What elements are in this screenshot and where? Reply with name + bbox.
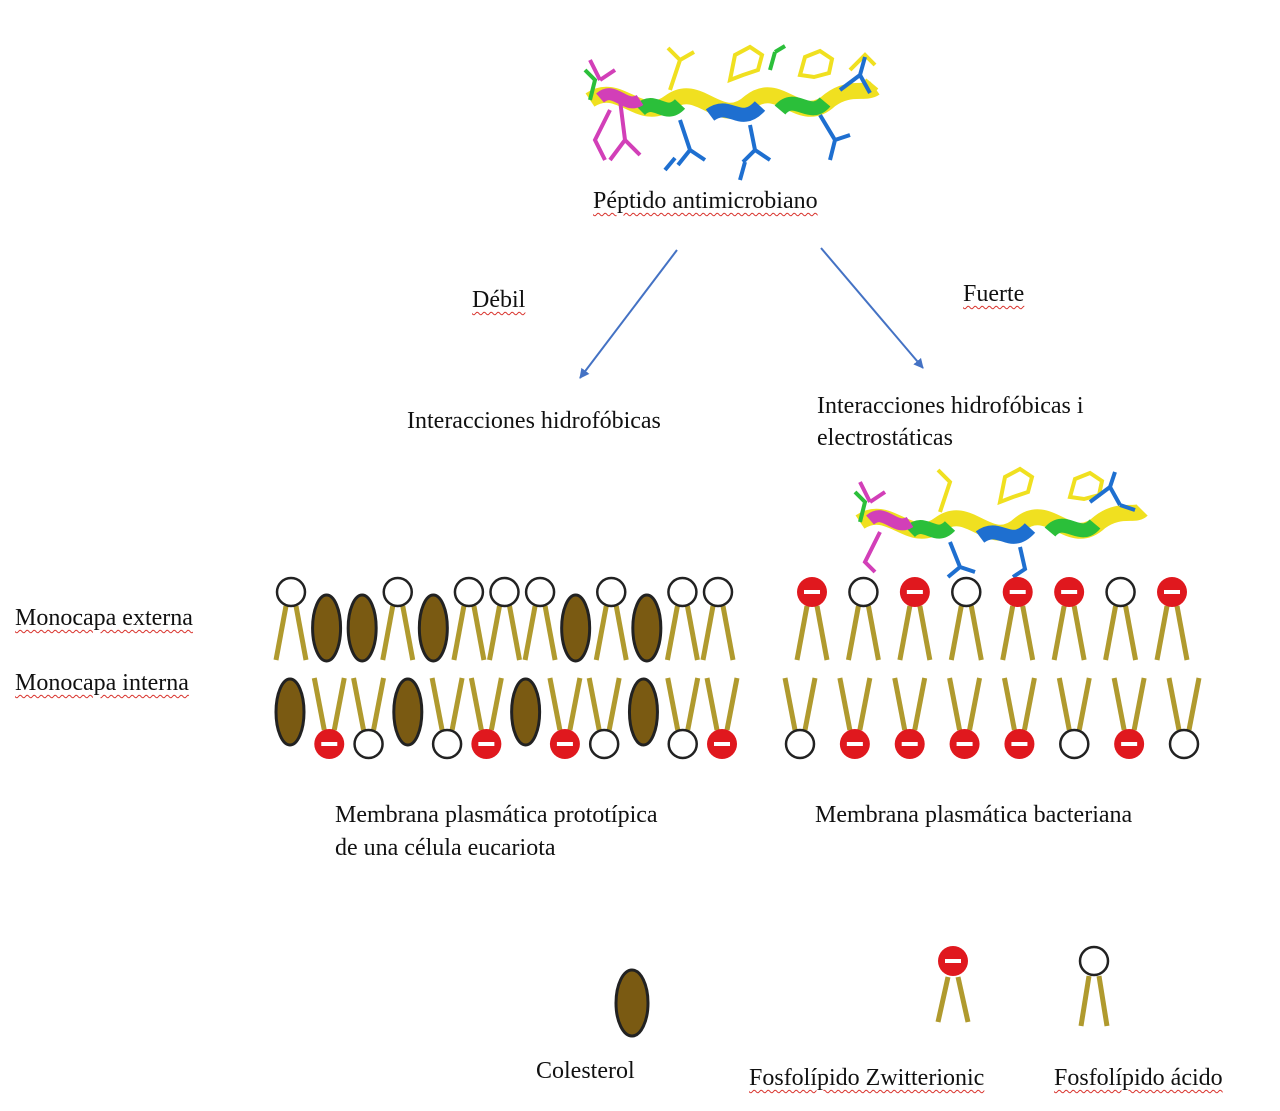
inner-zwitterionic-lipid [665,677,701,760]
inner-acidic-lipid [892,677,928,759]
inner-zwitterionic-lipid [429,677,465,760]
inner-zwitterionic-lipid [1166,677,1202,760]
strong-result-line1: Interacciones hidrofóbicas i [817,393,1084,419]
outer-zwitterionic-lipid [593,576,629,661]
outer-acidic-lipid [1154,577,1190,661]
outer-acidic-lipid [794,577,830,661]
inner-zwitterionic-lipid [782,677,818,760]
peptide-label: Péptido antimicrobiano [593,188,818,214]
legend-zwitterionic-symbol [935,946,971,1023]
inner-cholesterol [510,677,542,747]
inner-cholesterol [392,677,424,747]
legend-zwitterionic-label: Fosfolípido Zwitterionic [749,1065,985,1091]
outer-cholesterol [560,593,592,663]
inner-zwitterionic-lipid [351,677,387,760]
outer-zwitterionic-lipid [522,576,558,661]
inner-acidic-lipid [837,677,873,759]
inner-acidic-lipid [1111,677,1147,759]
inner-acidic-lipid [947,677,983,759]
bacterial-membrane [782,576,1202,760]
legend-acidic-symbol [1078,945,1110,1027]
bacterial-caption: Membrana plasmática bacteriana [815,802,1133,828]
strong-result-line2: electrostáticas [817,425,953,451]
outer-acidic-lipid [897,577,933,661]
outer-cholesterol [346,593,378,663]
legend-acidic-label: Fosfolípido ácido [1054,1065,1223,1091]
legend-cholesterol-symbol [614,968,650,1038]
inner-zwitterionic-lipid [586,677,622,760]
eukaryotic-caption-line2: de una célula eucariota [335,835,556,861]
arrow-strong [820,247,924,369]
strong-label: Fuerte [963,281,1025,307]
inner-monolayer-text: Monocapa interna [15,670,189,696]
outer-cholesterol [417,593,449,663]
outer-zwitterionic-lipid [948,576,984,661]
outer-acidic-lipid [1051,577,1087,661]
inner-acidic-lipid [311,677,347,759]
outer-zwitterionic-lipid [273,576,309,661]
outer-zwitterionic-lipid [845,576,881,661]
weak-result-label: Interacciones hidrofóbicas [407,408,661,434]
peptide-molecule-bacterial [853,466,1148,579]
outer-acidic-lipid [1000,577,1036,661]
outer-zwitterionic-lipid [664,576,700,661]
arrow-weak [579,249,678,379]
outer-zwitterionic-lipid [451,576,487,661]
eukaryotic-membrane [273,576,740,760]
weak-label: Débil [472,287,526,313]
inner-acidic-lipid [1001,677,1037,759]
outer-zwitterionic-lipid [487,576,522,661]
inner-zwitterionic-lipid [1056,677,1092,760]
outer-zwitterionic-lipid [380,576,416,661]
outer-zwitterionic-lipid [700,576,736,661]
outer-zwitterionic-lipid [1103,576,1139,661]
inner-acidic-lipid [704,677,740,759]
outer-cholesterol [631,593,663,663]
outer-cholesterol [311,593,343,663]
inner-cholesterol [274,677,306,747]
peptide-molecule-top [583,44,880,181]
eukaryotic-caption-line1: Membrana plasmática prototípica [335,802,658,828]
inner-acidic-lipid [547,677,583,759]
outer-monolayer-label: Monocapa externa [15,602,193,634]
inner-acidic-lipid [468,677,504,759]
legend-cholesterol-label: Colesterol [536,1058,635,1084]
outer-monolayer-text: Monocapa externa [15,605,193,631]
inner-cholesterol [627,677,659,747]
inner-monolayer-label: Monocapa interna [15,667,189,699]
